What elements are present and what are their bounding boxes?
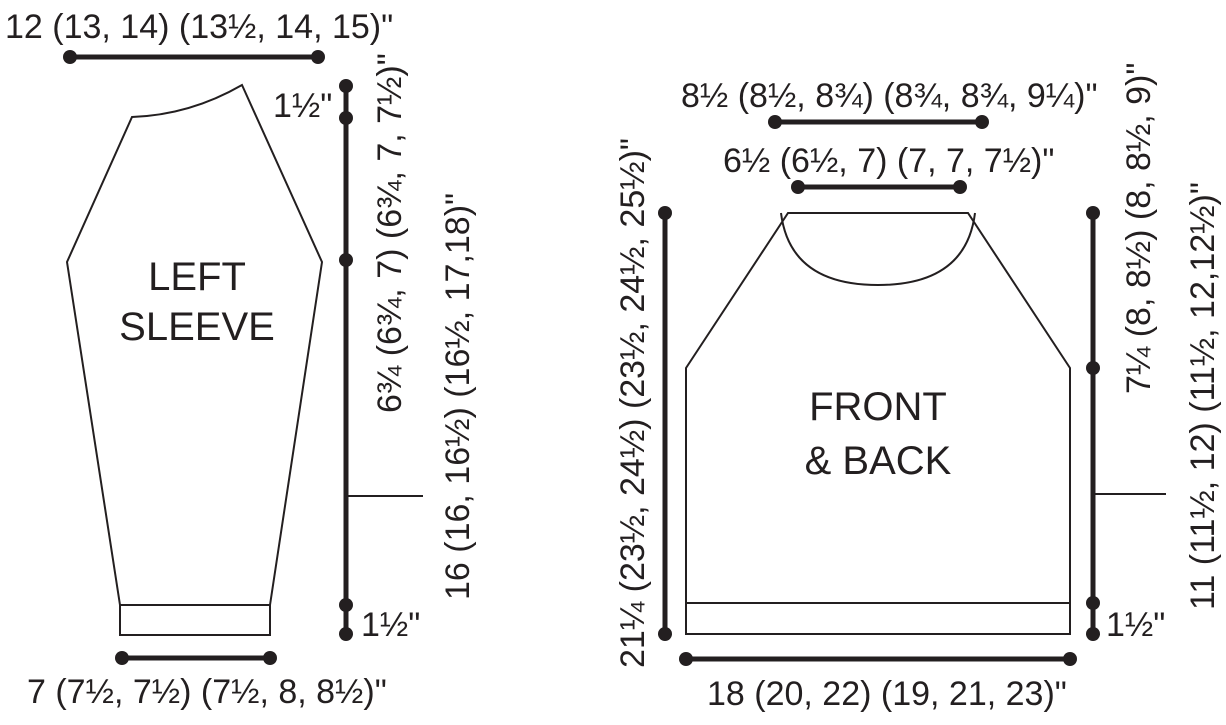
body-total-length-dimension: 21¼ (23½, 24½) (23½, 24½, 25½)" xyxy=(614,138,672,668)
sleeve-length-label: 16 (16, 16½) (16½, 17,18)" xyxy=(439,193,477,600)
armhole-depth-label: 7¼ (8, 8½) (8, 8½, 9)" xyxy=(1120,63,1158,394)
body-bottom-width-dimension: 18 (20, 22) (19, 21, 23)" xyxy=(679,652,1077,713)
body-piece: FRONT & BACK xyxy=(685,212,1071,635)
neckline-curve xyxy=(780,212,976,287)
body-bottom-width-label: 18 (20, 22) (19, 21, 23)" xyxy=(707,675,1067,713)
body-label-line1: FRONT xyxy=(809,385,947,429)
sleeve-cap-top-label: 1½" xyxy=(273,87,332,125)
shoulder-width-label: 8½ (8½, 8¾) (8¾, 8¾, 9¼)" xyxy=(681,77,1098,115)
sleeve-outline xyxy=(65,83,324,606)
neck-width-dimension: 6½ (6½, 7) (7, 7, 7½)" xyxy=(723,142,1054,194)
shoulder-width-dimension: 8½ (8½, 8¾) (8¾, 8¾, 9¼)" xyxy=(681,77,1098,129)
sleeve-label-line1: LEFT xyxy=(148,255,246,299)
body-hem-band xyxy=(685,602,1071,635)
body-side-dimensions: 1½" 7¼ (8, 8½) (8, 8½, 9)" 11 (11½, 12) … xyxy=(1086,63,1222,644)
body-label-line2: & BACK xyxy=(805,439,952,483)
sleeve-piece: LEFT SLEEVE xyxy=(65,83,324,636)
sleeve-label-line2: SLEEVE xyxy=(119,305,275,349)
body-total-length-label: 21¼ (23½, 24½) (23½, 24½, 25½)" xyxy=(614,138,652,668)
sleeve-length-dimension: 1½" 1½" 6¾ (6¾, 7) (6¾, 7, 7½)" 16 (16, … xyxy=(273,53,477,644)
sleeve-top-width-label: 12 (13, 14) (13½, 14, 15)" xyxy=(5,8,393,46)
body-hem-label: 1½" xyxy=(1106,606,1165,644)
side-length-label: 11 (11½, 12) (11½, 12,12½)" xyxy=(1184,182,1222,610)
sleeve-top-width-dimension: 12 (13, 14) (13½, 14, 15)" xyxy=(5,8,393,64)
sleeve-bottom-width-dimension: 7 (7½, 7½) (7½, 8, 8½)" xyxy=(27,651,387,711)
sleeve-cuff-band xyxy=(119,604,271,636)
neck-width-label: 6½ (6½, 7) (7, 7, 7½)" xyxy=(723,142,1054,180)
sleeve-cap-height-label: 6¾ (6¾, 7) (6¾, 7, 7½)" xyxy=(371,53,409,413)
body-outline xyxy=(685,212,1071,603)
sleeve-bottom-width-label: 7 (7½, 7½) (7½, 8, 8½)" xyxy=(27,673,387,711)
sleeve-cuff-label: 1½" xyxy=(361,606,420,644)
